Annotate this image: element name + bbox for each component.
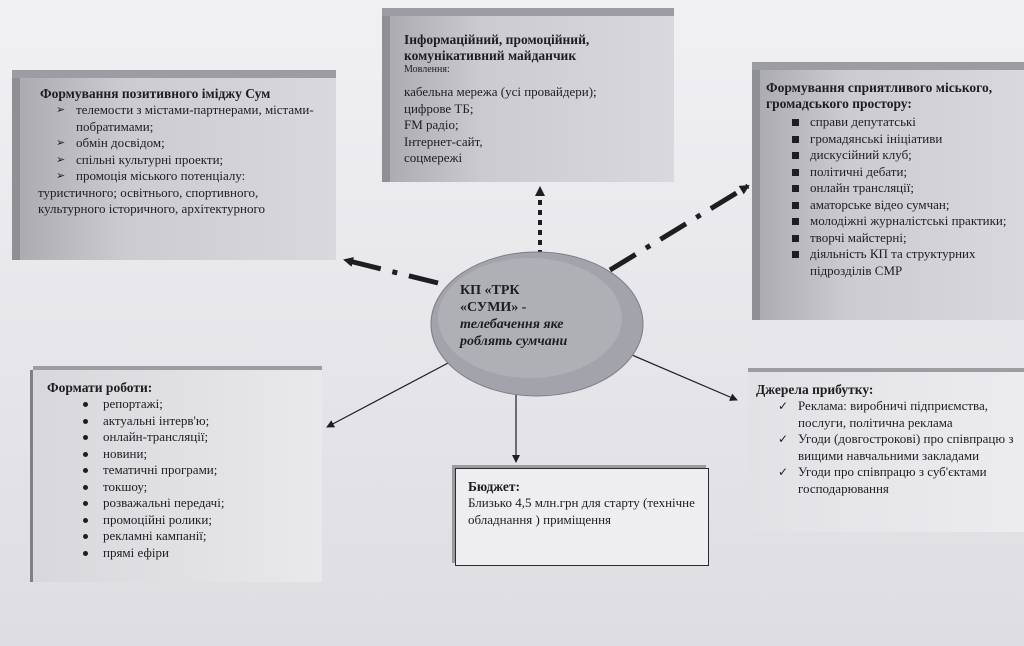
info-box: Інформаційний, промоційний, комунікативн… (382, 8, 674, 182)
list-item: рекламні кампанії; (47, 528, 316, 545)
formats-box-list: репортажі; актуальні інтерв'ю; онлайн-тр… (47, 396, 316, 561)
list-item: розважальні передачі; (47, 495, 316, 512)
space-box: Формування сприятливого міського, громад… (752, 62, 1024, 320)
center-line-1: КП «ТРК (460, 283, 520, 298)
list-item: новини; (47, 446, 316, 463)
info-line: кабельна мережа (усі провайдери); (404, 84, 597, 99)
list-item: громадянські ініціативи (766, 131, 1018, 148)
list-item: промоція міського потенціалу: (28, 168, 326, 185)
list-item: прямі ефіри (47, 545, 316, 562)
list-item: обмін досвідом; (28, 135, 326, 152)
list-item: Угоди (довгострокові) про співпрацю з ви… (756, 431, 1020, 464)
income-box-title: Джерела прибутку: (756, 382, 874, 397)
list-item: діяльність КП та структурних підрозділів… (766, 246, 1018, 279)
link-to-formats-box (326, 361, 451, 428)
list-item: молодіжні журналістські практики; (766, 213, 1018, 230)
list-item: справи депутатські (766, 114, 1018, 131)
center-line-2: «СУМИ» - (460, 300, 527, 315)
list-item: дискусійний клуб; (766, 147, 1018, 164)
info-box-subtitle: Мовлення: (404, 64, 450, 75)
list-item: онлайн-трансляції; (47, 429, 316, 446)
list-item: репортажі; (47, 396, 316, 413)
space-box-title: Формування сприятливого міського, громад… (766, 80, 993, 111)
space-box-list: справи депутатські громадянські ініціати… (766, 114, 1018, 279)
budget-box-title: Бюджет: (468, 479, 521, 494)
list-item: актуальні інтерв'ю; (47, 413, 316, 430)
link-to-income-box (624, 351, 738, 401)
list-item: аматорське відео сумчан; (766, 197, 1018, 214)
info-line: Інтернет-сайт, (404, 133, 483, 149)
list-item: токшоу; (47, 479, 316, 496)
list-item: Угоди про співпрацю з суб'єктами господа… (756, 464, 1020, 497)
info-line: цифрове ТБ; (404, 100, 474, 116)
link-to-image-box (343, 257, 439, 286)
list-item: творчі майстерні; (766, 230, 1018, 247)
center-line-4: роблять сумчани (460, 334, 568, 349)
income-box-list: Реклама: виробничі підприємства, послуги… (756, 398, 1020, 497)
list-item: телемости з містами-партнерами, містами-… (28, 102, 326, 135)
image-box-title: Формування позитивного іміджу Сум (40, 86, 271, 101)
list-item: онлайн трансляції; (766, 180, 1018, 197)
image-box: Формування позитивного іміджу Сум телемо… (12, 70, 336, 260)
info-line: FM радіо; (404, 117, 459, 132)
budget-box: Бюджет: Близько 4,5 млн.грн для старту (… (455, 468, 709, 566)
formats-box-title: Формати роботи: (47, 380, 153, 395)
center-node: КП «ТРК «СУМИ» - телебачення яке роблять… (460, 282, 620, 350)
list-item: політичні дебати; (766, 164, 1018, 181)
info-box-title: Інформаційний, промоційний, комунікативн… (404, 32, 590, 63)
list-item: тематичні програми; (47, 462, 316, 479)
image-box-tail: туристичного; освітнього, спортивного, к… (38, 184, 266, 217)
income-box: Джерела прибутку: Реклама: виробничі під… (748, 368, 1024, 532)
center-line-3: телебачення яке (460, 317, 564, 332)
budget-box-text: Близько 4,5 млн.грн для старту (технічне… (468, 495, 695, 527)
list-item: спільні культурні проекти; (28, 152, 326, 169)
formats-box: Формати роботи: репортажі; актуальні інт… (30, 366, 322, 582)
list-item: промоційні ролики; (47, 512, 316, 529)
link-to-space-box (608, 183, 750, 273)
list-item: Реклама: виробничі підприємства, послуги… (756, 398, 1020, 431)
image-box-list: телемости з містами-партнерами, містами-… (28, 102, 326, 185)
info-line: соцмережі (404, 150, 463, 165)
